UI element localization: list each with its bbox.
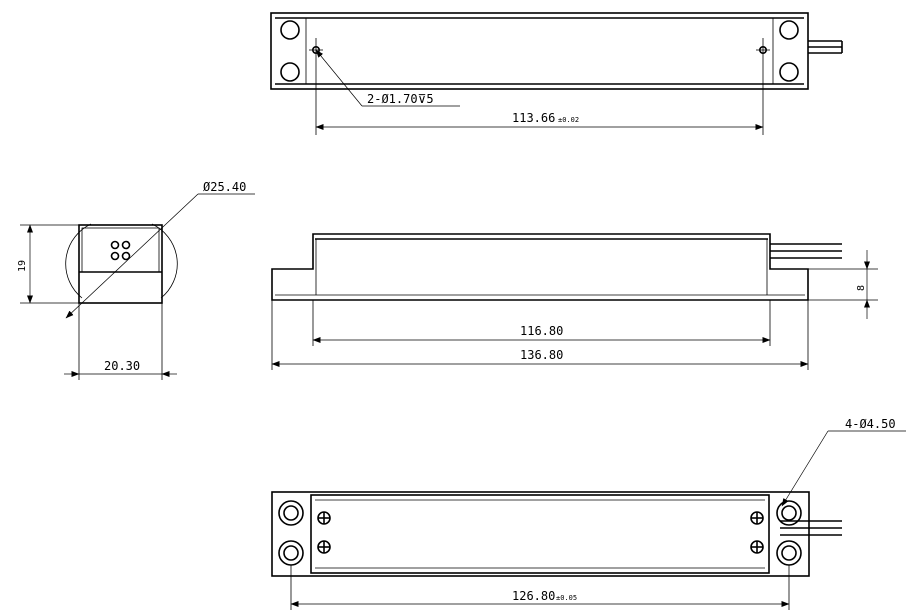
side-view: 8 116.80 136.80 — [271, 233, 878, 370]
circle-dia-label: Ø25.40 — [203, 180, 246, 194]
end-view: Ø25.40 19 20.30 — [17, 180, 255, 380]
screw-icon — [317, 540, 331, 554]
overall-length-label: 136.80 — [520, 348, 563, 362]
corner-hole — [280, 62, 300, 82]
top-length-label: 113.66 — [512, 111, 555, 125]
mount-hole — [776, 540, 802, 566]
corner-hole — [779, 20, 799, 40]
top-length-tolerance: ±0.02 — [558, 116, 579, 124]
bottom-view: 4-Ø4.50 126.80 ±0.05 — [271, 417, 906, 610]
end-height-label: 19 — [17, 260, 28, 272]
top-view-outline — [270, 12, 809, 90]
top-view: 2-Ø1.70⊽5 113.66 ±0.02 — [270, 12, 843, 135]
mount-hole — [278, 540, 304, 566]
pin — [110, 240, 120, 250]
corner-hole — [779, 62, 799, 82]
mount-hole-callout-label: 4-Ø4.50 — [845, 417, 896, 431]
pin — [121, 251, 131, 261]
end-width-label: 20.30 — [104, 359, 140, 373]
screw-icon — [750, 511, 764, 525]
mount-hole — [776, 500, 802, 526]
side-view-outline — [271, 233, 809, 301]
screw-icon — [317, 511, 331, 525]
flange-thickness-label: 8 — [856, 285, 867, 291]
hole-spacing-tolerance: ±0.05 — [556, 594, 577, 602]
mount-hole — [278, 500, 304, 526]
corner-hole — [280, 20, 300, 40]
hole-callout-label: 2-Ø1.70⊽5 — [367, 92, 434, 106]
pin — [121, 240, 131, 250]
body-length-label: 116.80 — [520, 324, 563, 338]
screw-icon — [750, 540, 764, 554]
end-view-outline — [78, 224, 163, 304]
bottom-view-outline — [271, 491, 810, 577]
pin — [110, 251, 120, 261]
hole-spacing-label: 126.80 — [512, 589, 555, 603]
